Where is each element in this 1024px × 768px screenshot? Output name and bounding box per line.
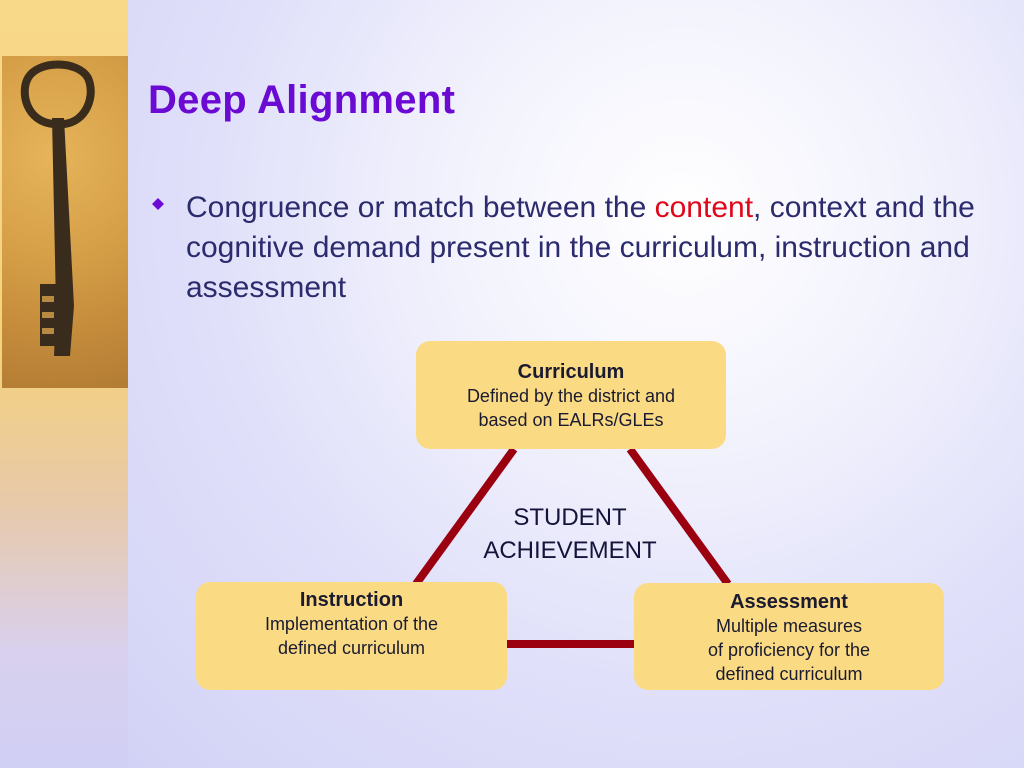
curriculum-line-1: Defined by the district and: [466, 386, 676, 406]
instruction-box: Instruction Implementation of the define…: [196, 582, 507, 690]
curriculum-line-2: based on EALRs/GLEs: [478, 410, 664, 430]
assessment-box: Assessment Multiple measures of proficie…: [634, 583, 944, 690]
center-label-line-1: STUDENT: [513, 504, 627, 531]
curriculum-box: Curriculum Defined by the district and b…: [416, 341, 726, 449]
center-label-line-2: ACHIEVEMENT: [483, 537, 657, 564]
bullet-highlight-word: content: [654, 191, 754, 224]
assessment-title: Assessment: [730, 591, 848, 613]
assessment-line-3: defined curriculum: [715, 664, 863, 684]
bullet-text-after: , context and the cognitive demand prese…: [186, 191, 975, 304]
bullet-text-before: Congruence or match between the: [186, 191, 655, 224]
assessment-line-1: Multiple measures: [715, 616, 863, 636]
bullet-text: Congruence or match between the content,…: [186, 188, 986, 308]
instruction-line-1: Implementation of the: [264, 614, 439, 634]
connector-curriculum-assessment: [626, 446, 732, 587]
instruction-title: Instruction: [299, 589, 404, 611]
instruction-line-2: defined curriculum: [277, 638, 426, 658]
curriculum-title: Curriculum: [517, 361, 625, 383]
slide-title: Deep Alignment: [148, 78, 456, 122]
assessment-line-2: of proficiency for the: [707, 640, 871, 660]
student-achievement-label: STUDENT ACHIEVEMENT: [455, 501, 685, 567]
key-photo: [2, 56, 128, 388]
key-icon: [20, 60, 95, 356]
connector-curriculum-instruction: [412, 446, 518, 587]
diamond-bullet-icon: [152, 198, 164, 210]
